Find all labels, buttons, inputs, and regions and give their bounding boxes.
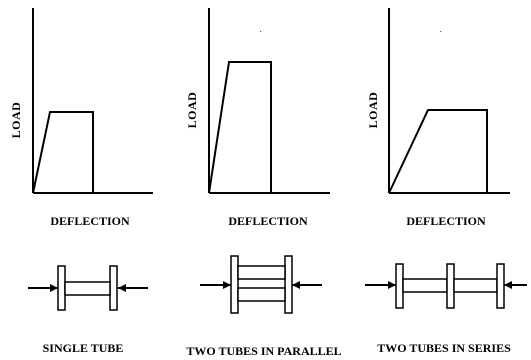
tube-1 xyxy=(402,278,448,293)
middle-plate xyxy=(446,263,455,309)
tube-2 xyxy=(237,287,286,302)
arrowhead-left xyxy=(50,284,58,292)
y-axis-label: LOAD xyxy=(9,102,23,139)
x-axis-label: DEFLECTION xyxy=(50,214,130,228)
end-plate-left xyxy=(230,255,239,314)
x-axis-label: DEFLECTION xyxy=(406,214,486,228)
tube-diagram-single xyxy=(28,265,148,311)
tube-diagram-series xyxy=(365,263,527,309)
panel-series: LOAD DEFLECTION . TWO TUBES IN SERIES xyxy=(365,8,527,355)
tube xyxy=(64,281,111,296)
panel-parallel: LOAD DEFLECTION . TWO TUBES IN PARALLEL xyxy=(185,8,342,358)
end-plate-right xyxy=(284,255,293,314)
end-plate-left xyxy=(395,263,404,309)
panel-single: LOAD DEFLECTION SINGLE TUBE xyxy=(9,8,153,355)
y-axis-label: LOAD xyxy=(366,92,380,129)
load-curve xyxy=(388,109,488,194)
y-axis-label: LOAD xyxy=(185,92,199,129)
load-curve xyxy=(32,111,94,194)
plot-parallel: LOAD DEFLECTION xyxy=(185,8,330,228)
tube-1 xyxy=(237,265,286,280)
tube-diagram-parallel xyxy=(200,255,322,314)
caption-single: SINGLE TUBE xyxy=(43,341,124,355)
arrowhead-left xyxy=(223,281,231,289)
arrowhead-right xyxy=(118,284,126,292)
stray-mark: . xyxy=(440,28,442,34)
arrowhead-right xyxy=(292,281,300,289)
load-curve xyxy=(208,61,272,194)
x-axis-label: DEFLECTION xyxy=(228,214,308,228)
end-plate-left xyxy=(57,265,66,311)
plot-series: LOAD DEFLECTION xyxy=(366,8,510,228)
end-plate-right xyxy=(496,263,505,309)
end-plate-right xyxy=(109,265,118,311)
tube-2 xyxy=(453,278,498,293)
stray-mark: . xyxy=(260,28,262,34)
arrowhead-right xyxy=(504,281,512,289)
arrowhead-left xyxy=(388,281,396,289)
caption-parallel: TWO TUBES IN PARALLEL xyxy=(186,344,341,358)
caption-series: TWO TUBES IN SERIES xyxy=(377,341,511,355)
plot-single: LOAD DEFLECTION xyxy=(9,8,153,228)
